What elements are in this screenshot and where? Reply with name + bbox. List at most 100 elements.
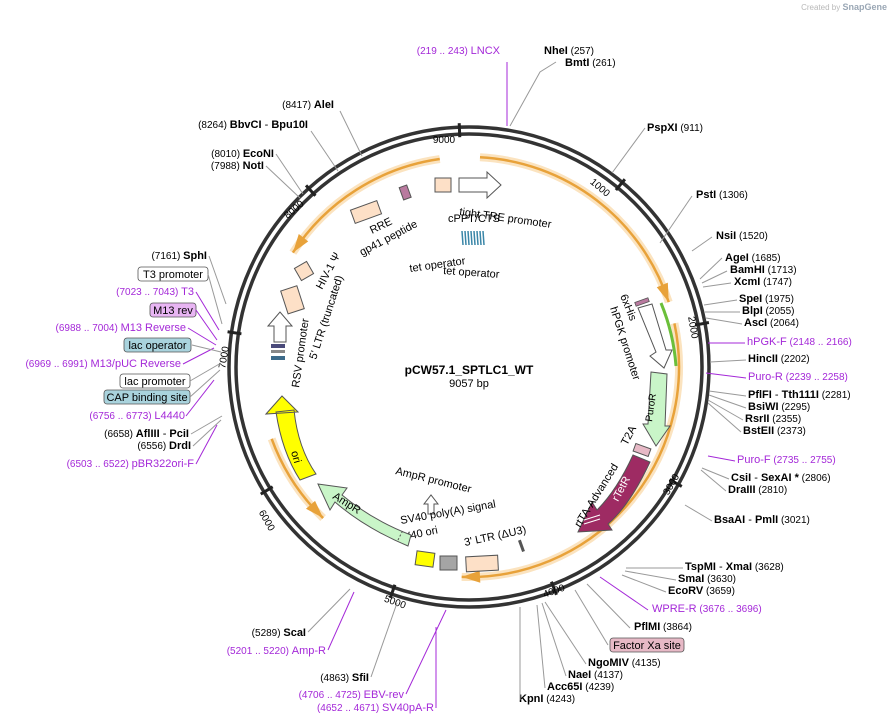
site-PflFI[interactable]: PflFI - Tth111I (2281) <box>748 389 851 401</box>
leader-line <box>192 419 222 447</box>
tick-label: 9000 <box>433 135 456 146</box>
site-name: hPGK-F <box>747 336 787 348</box>
site-DrdI[interactable]: (6556) DrdI <box>137 440 191 452</box>
svg-text:(6988 .. 7004) M13 Reverse: (6988 .. 7004) M13 Reverse <box>56 322 186 334</box>
site-AmpR_p[interactable]: (5201 .. 5220) Amp-R <box>227 645 326 657</box>
site-BamHI[interactable]: BamHI (1713) <box>730 264 797 276</box>
site-sep: - <box>772 389 782 401</box>
site-pos: (1306) <box>716 190 748 201</box>
site-BlpI[interactable]: BlpI (2055) <box>742 305 794 317</box>
site-T3[interactable]: (7023 .. 7043) T3 <box>116 286 194 298</box>
site-PspXI[interactable]: PspXI (911) <box>647 122 703 134</box>
site-NheI[interactable]: NheI (257) <box>544 45 594 57</box>
site-HincII[interactable]: HincII (2202) <box>748 353 810 365</box>
site-BsaAI[interactable]: BsaAI - PmlI (3021) <box>714 514 810 526</box>
site-name2: PmlI <box>755 514 778 526</box>
leader-line <box>701 270 728 284</box>
site-M13Rev[interactable]: (6988 .. 7004) M13 Reverse <box>56 322 186 334</box>
site-NaeI[interactable]: NaeI (4137) <box>568 669 623 681</box>
site-name: LNCX <box>471 45 501 57</box>
ampr-promoter-arrow <box>422 494 440 515</box>
feature-box-CAP[interactable]: CAP binding site <box>103 389 191 405</box>
feature-label: 3' LTR (ΔU3) <box>463 524 527 549</box>
site-BsiWI[interactable]: BsiWI (2295) <box>748 401 810 413</box>
site-DraIII[interactable]: DraIII (2810) <box>728 484 787 496</box>
site-NotI[interactable]: (7988) NotI <box>211 160 264 172</box>
site-M13pUC[interactable]: (6969 .. 6991) M13/pUC Reverse <box>25 358 181 370</box>
site-pBR322[interactable]: (6503 .. 6522) pBR322ori-F <box>67 458 195 470</box>
leader-line <box>707 399 744 421</box>
site-PuroR_p[interactable]: Puro-R (2239 .. 2258) <box>748 371 848 383</box>
leader-line <box>701 467 730 480</box>
leader-line <box>339 110 363 157</box>
site-pos: (3659) <box>703 586 735 597</box>
leader-line <box>586 583 631 629</box>
site-AgeI[interactable]: AgeI (1685) <box>725 252 781 264</box>
site-XcmI[interactable]: XcmI (1747) <box>734 276 792 288</box>
site-pos: (3630) <box>704 574 736 585</box>
svg-text:AgeI (1685): AgeI (1685) <box>725 252 781 264</box>
site-EcoNI[interactable]: (8010) EcoNI <box>211 148 274 160</box>
site-pos: (8417) <box>282 100 314 111</box>
site-WPRER[interactable]: WPRE-R (3676 .. 3696) <box>652 603 762 615</box>
site-Acc65I[interactable]: Acc65I (4239) <box>547 681 614 693</box>
site-BbvCI[interactable]: (8264) BbvCI - Bpu10I <box>198 119 308 131</box>
site-TspMI[interactable]: TspMI - XmaI (3628) <box>685 561 784 573</box>
site-pos: (2055) <box>763 306 795 317</box>
site-LNCX[interactable]: (219 .. 243) LNCX <box>417 45 501 57</box>
svg-text:Puro-R (2239 .. 2258): Puro-R (2239 .. 2258) <box>748 371 848 383</box>
site-KpnI[interactable]: KpnI (4243) <box>519 693 575 705</box>
feature-box-T3P[interactable]: T3 promoter <box>137 266 209 282</box>
site-hPGKF[interactable]: hPGK-F (2148 .. 2166) <box>747 336 852 348</box>
site-AflIII[interactable]: (6658) AflIII - PciI <box>104 428 189 440</box>
feature-box-lacP[interactable]: lac promoter <box>119 373 191 389</box>
feature-box-lacO[interactable]: lac operator <box>123 337 192 353</box>
svg-text:BmtI (261): BmtI (261) <box>565 57 616 69</box>
site-EBVrev[interactable]: (4706 .. 4725) EBV-rev <box>299 689 405 701</box>
site-pos: (5289) <box>252 628 284 639</box>
leader-line <box>699 257 723 280</box>
site-pos: (3021) <box>778 515 810 526</box>
site-pos: (2064) <box>767 318 799 329</box>
site-SphI[interactable]: (7161) SphI <box>151 250 207 262</box>
site-AscI[interactable]: AscI (2064) <box>744 317 799 329</box>
site-NgoMIV[interactable]: NgoMIV (4135) <box>588 657 661 669</box>
site-PuroF[interactable]: Puro-F (2735 .. 2755) <box>737 454 836 466</box>
site-name: L4440 <box>154 410 185 422</box>
site-SpeI[interactable]: SpeI (1975) <box>739 293 794 305</box>
site-NsiI[interactable]: NsiI (1520) <box>716 230 768 242</box>
leader-line <box>185 379 215 417</box>
leader-line <box>187 327 217 346</box>
site-RsrII[interactable]: RsrII (2355) <box>745 413 801 425</box>
site-BmtI[interactable]: BmtI (261) <box>565 57 616 69</box>
svg-text:PspXI (911): PspXI (911) <box>647 122 703 134</box>
site-SmaI[interactable]: SmaI (3630) <box>678 573 736 585</box>
svg-text:SpeI (1975): SpeI (1975) <box>739 293 794 305</box>
site-BstEII[interactable]: BstEII (2373) <box>743 425 806 437</box>
site-range: (6503 .. 6522) <box>67 459 132 470</box>
his-tag-box <box>634 297 650 307</box>
site-name: RsrII <box>745 413 769 425</box>
feature-box-M13rev[interactable]: M13 rev <box>149 302 197 318</box>
site-EcoRV[interactable]: EcoRV (3659) <box>668 585 735 597</box>
site-pos: (2373) <box>774 426 806 437</box>
leader-line <box>691 236 713 252</box>
feature-box-FactorXa[interactable]: Factor Xa site <box>609 637 685 653</box>
site-L4440[interactable]: (6756 .. 6773) L4440 <box>89 410 185 422</box>
site-name: BstEII <box>743 425 774 437</box>
site-CsiI[interactable]: CsiI - SexAI * (2806) <box>731 472 831 484</box>
site-range: (7023 .. 7043) <box>116 287 181 298</box>
tick-mark <box>550 581 558 596</box>
leader-line <box>684 504 713 522</box>
svg-text:CsiI - SexAI * (2806): CsiI - SexAI * (2806) <box>731 472 831 484</box>
svg-text:NsiI (1520): NsiI (1520) <box>716 230 768 242</box>
lac-bits <box>271 350 285 353</box>
site-PstI[interactable]: PstI (1306) <box>696 189 748 201</box>
svg-text:PflMI (3864): PflMI (3864) <box>634 621 692 633</box>
site-SfiI[interactable]: (4863) SfiI <box>320 672 369 684</box>
site-PflMI[interactable]: PflMI (3864) <box>634 621 692 633</box>
site-AleI[interactable]: (8417) AleI <box>282 99 334 111</box>
tick-mark <box>388 584 397 599</box>
site-SV40pAR[interactable]: (4652 .. 4671) SV40pA-R <box>317 702 434 714</box>
site-ScaI[interactable]: (5289) ScaI <box>252 627 306 639</box>
